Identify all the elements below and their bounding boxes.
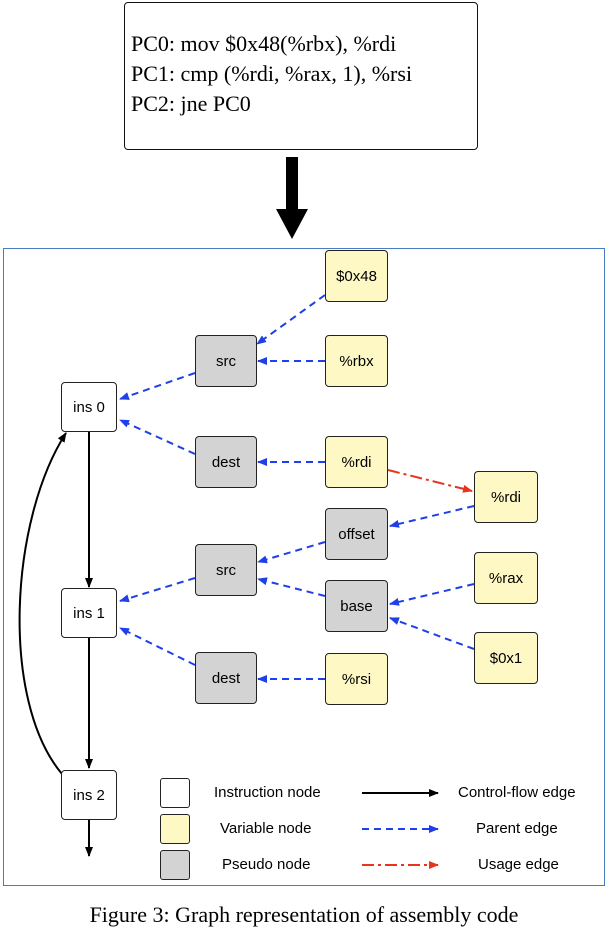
node-label: ins 1	[73, 604, 105, 622]
variable-node-rdi-b: %rdi	[474, 471, 538, 523]
edge-rdi-usage	[387, 469, 473, 493]
pseudo-node-src1: src	[195, 544, 257, 596]
edge-rdi-to-offset	[389, 505, 475, 528]
variable-node-rbx: %rbx	[325, 335, 388, 387]
legend-pseudo-swatch	[160, 850, 190, 880]
node-label: %rbx	[339, 352, 374, 370]
edge-src0-to-ins0	[119, 372, 196, 400]
legend-parent-label: Parent edge	[476, 820, 558, 837]
variable-node-0x1: $0x1	[474, 632, 538, 684]
legend-variable-swatch	[160, 814, 190, 844]
assembly-code-box: PC0: mov $0x48(%rbx), %rdi PC1: cmp (%rd…	[124, 2, 478, 150]
code-line-pc1: PC1: cmp (%rdi, %rax, 1), %rsi	[131, 61, 413, 86]
edge-0x1-to-base	[389, 617, 475, 650]
code-line-pc2: PC2: jne PC0	[131, 91, 251, 116]
variable-node-rax: %rax	[474, 552, 538, 604]
node-label: offset	[338, 525, 375, 543]
variable-node-0x48: $0x48	[325, 250, 388, 302]
instruction-node-ins2: ins 2	[61, 770, 117, 820]
legend-instruction-swatch	[160, 778, 190, 808]
figure-caption: Figure 3: Graph representation of assemb…	[89, 902, 519, 927]
legend-usage-label: Usage edge	[478, 856, 559, 873]
node-label: ins 2	[73, 786, 105, 804]
graph-frame	[3, 248, 605, 886]
node-label: $0x48	[336, 267, 377, 285]
down-arrow-icon	[276, 157, 308, 239]
instruction-node-ins0: ins 0	[61, 382, 117, 432]
edge-rax-to-base	[389, 583, 475, 606]
pseudo-node-dest0: dest	[195, 436, 257, 488]
pseudo-node-dest1: dest	[195, 652, 257, 704]
legend-instruction-label: Instruction node	[214, 784, 321, 801]
node-label: dest	[211, 453, 241, 471]
edge-offset-to-src1	[257, 541, 326, 564]
edge-src1-to-ins1	[119, 577, 196, 603]
edge-0x48-to-src0	[256, 294, 326, 345]
pseudo-node-base: base	[325, 580, 388, 632]
node-label: %rdi	[341, 453, 372, 471]
node-label: src	[216, 561, 236, 579]
node-label: %rdi	[490, 488, 521, 506]
node-label: %rsi	[341, 670, 372, 688]
node-label: $0x1	[489, 649, 523, 667]
edge-dest1-to-ins1	[119, 627, 196, 666]
edge-dest0-to-ins0	[119, 419, 196, 455]
legend-pseudo-label: Pseudo node	[222, 856, 311, 873]
node-label: ins 0	[73, 398, 105, 416]
edge-base-to-src1	[257, 577, 326, 597]
code-line-pc0: PC0: mov $0x48(%rbx), %rdi	[131, 31, 397, 56]
node-label: src	[216, 352, 236, 370]
instruction-node-ins1: ins 1	[61, 588, 117, 638]
node-label: %rax	[488, 569, 524, 587]
variable-node-rsi: %rsi	[325, 653, 388, 705]
pseudo-node-offset: offset	[325, 508, 388, 560]
legend-variable-label: Variable node	[220, 820, 312, 837]
node-label: dest	[211, 669, 241, 687]
edge-ins2-to-ins0	[18, 432, 67, 775]
legend-control-flow-label: Control-flow edge	[458, 784, 576, 801]
node-label: base	[340, 597, 373, 615]
variable-node-rdi-a: %rdi	[325, 436, 388, 488]
pseudo-node-src0: src	[195, 335, 257, 387]
